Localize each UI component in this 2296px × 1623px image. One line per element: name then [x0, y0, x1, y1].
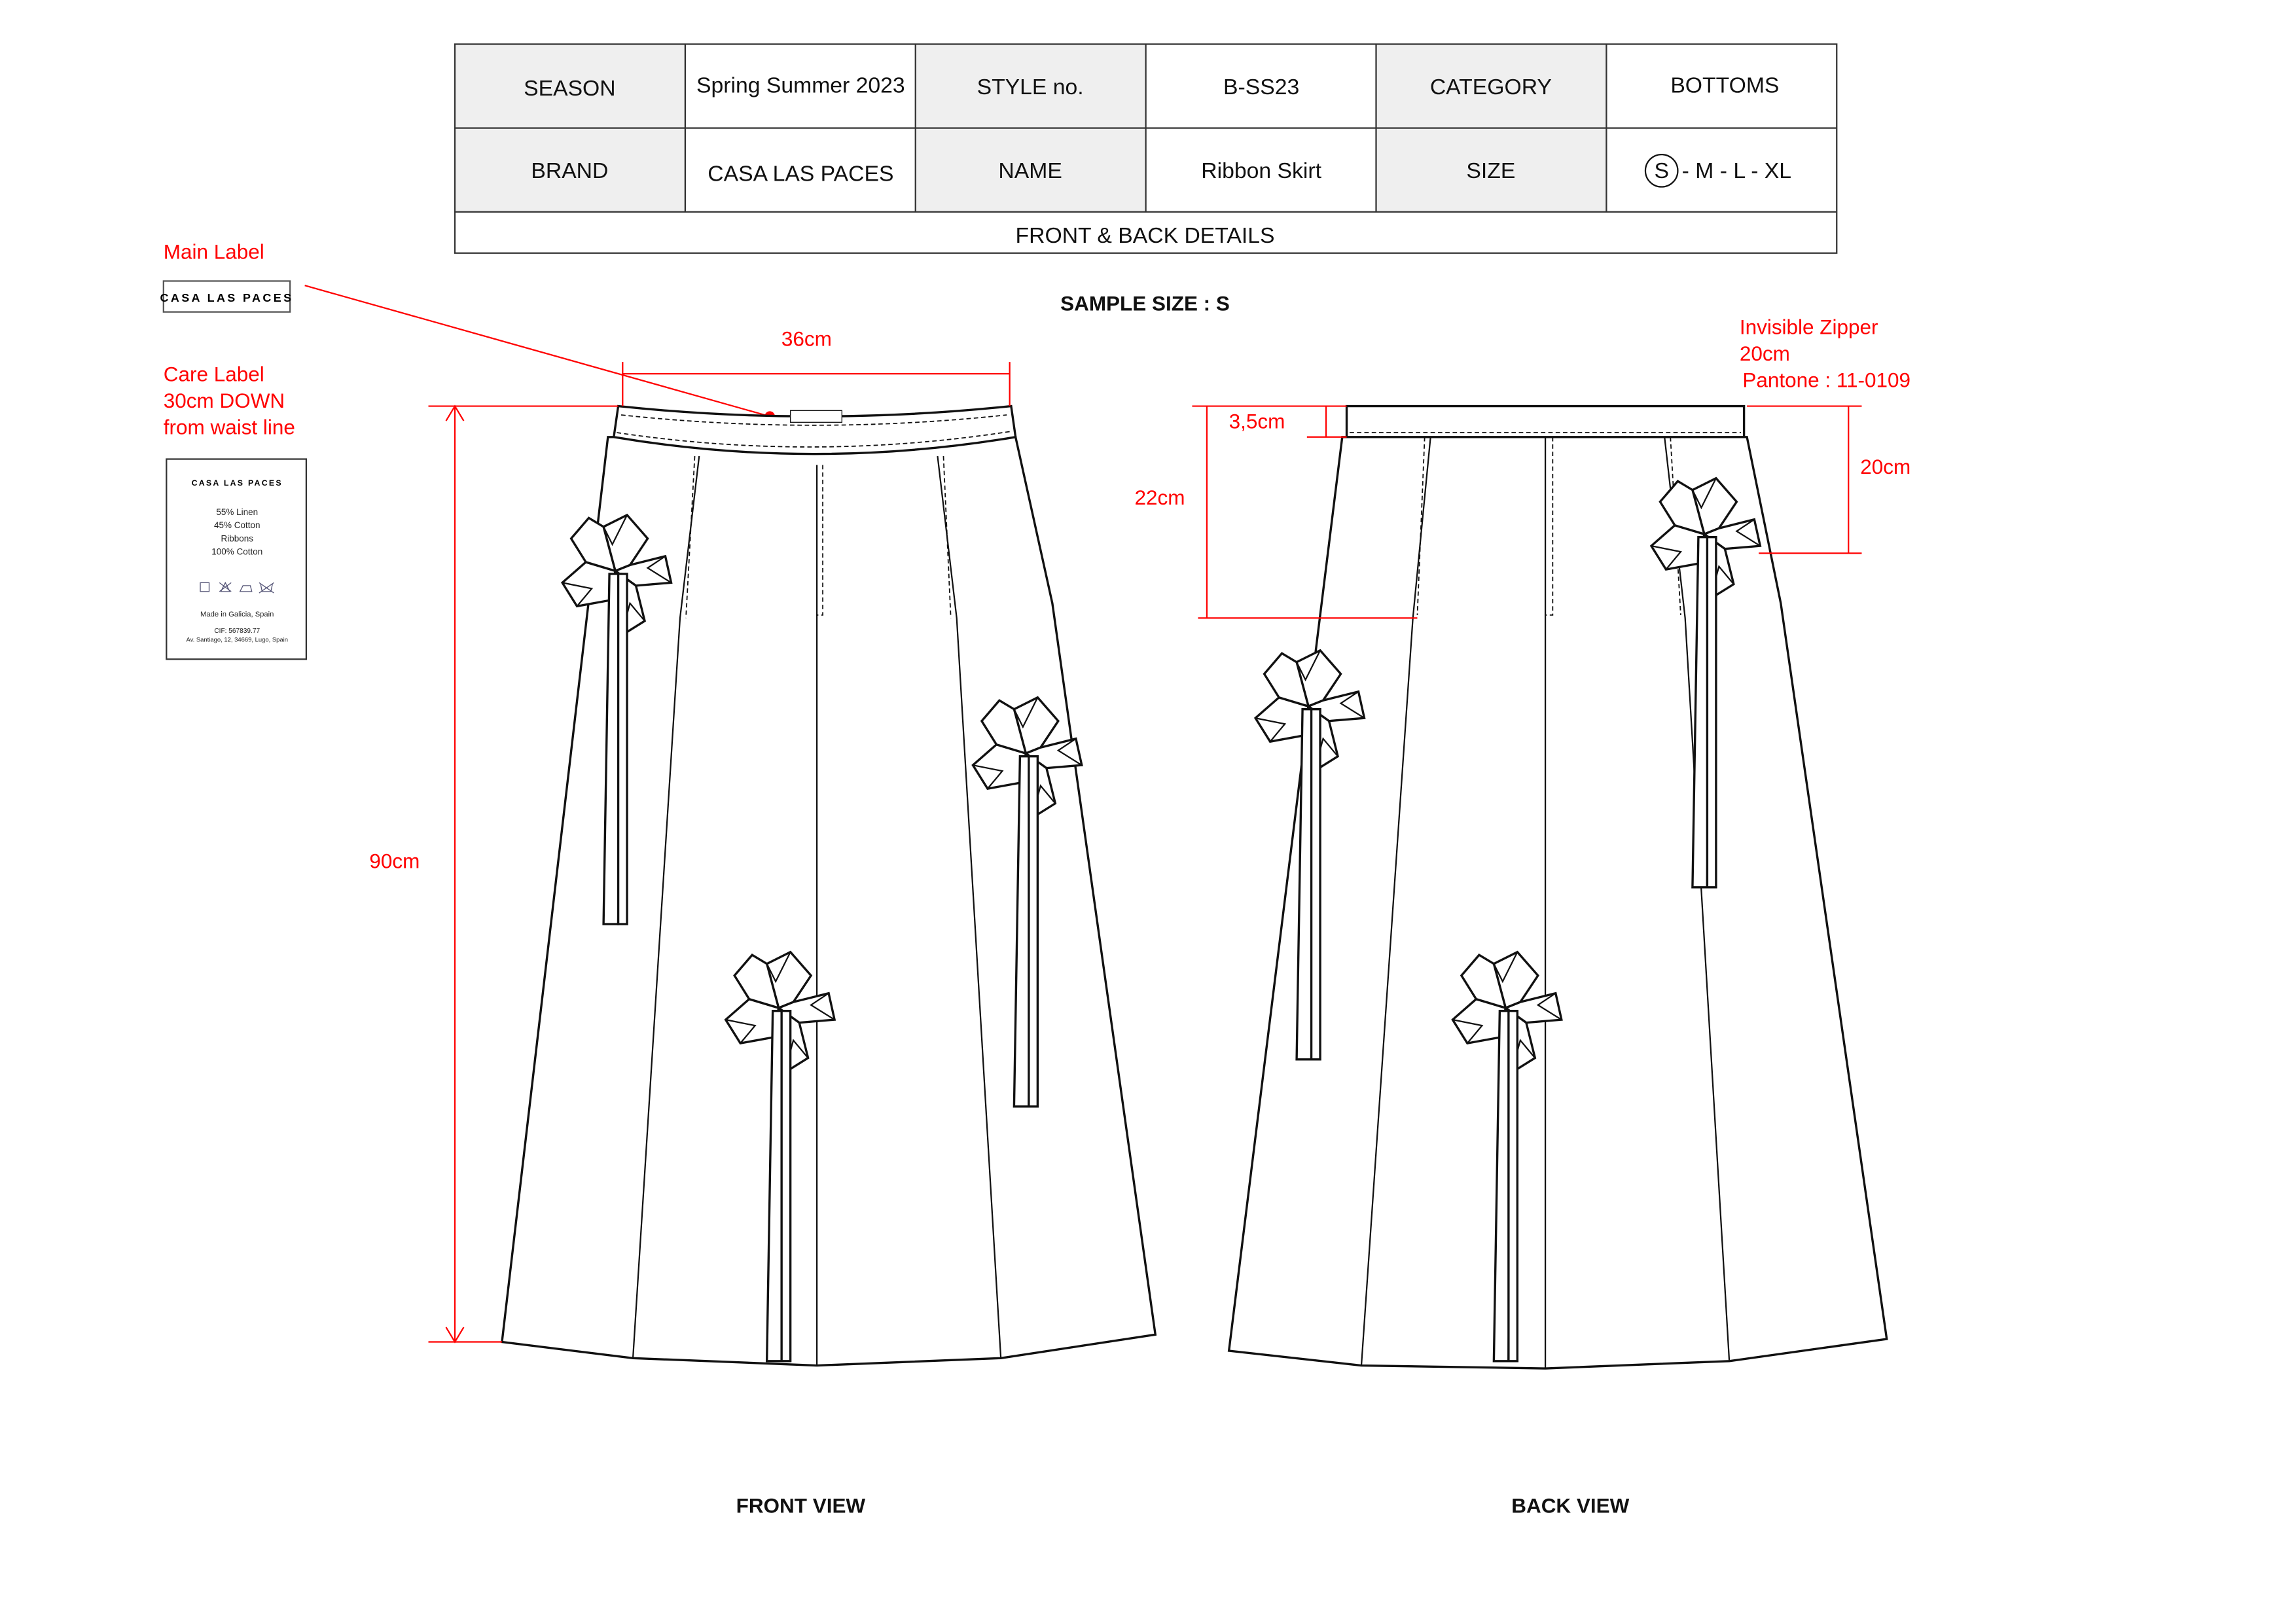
composition-line: 55% Linen — [216, 507, 258, 517]
size-options: - M - L - XL — [1682, 158, 1791, 183]
brand-value: CASA LAS PACES — [708, 162, 893, 187]
no-wash-icon — [259, 582, 274, 594]
season-label: SEASON — [524, 76, 616, 101]
spec-table: SEASON Spring Summer 2023 STYLE no. B-SS… — [454, 43, 1838, 254]
season-value: Spring Summer 2023 — [696, 73, 905, 98]
selected-size-circle — [1644, 153, 1679, 188]
care-label-origin: Made in Galicia, Spain — [200, 611, 274, 618]
care-label-address: Av. Santiago, 12, 34669, Lugo, Spain — [186, 636, 288, 643]
brand-label: BRAND — [531, 158, 608, 183]
waistband-measure: 3,5cm — [1229, 410, 1285, 433]
no-bleach-icon — [219, 581, 232, 592]
back-view-label: BACK VIEW — [1511, 1494, 1629, 1517]
zipper-note-pantone: Pantone : 11-0109 — [1742, 368, 1910, 391]
main-label-placement — [789, 410, 843, 423]
main-label-title: Main Label — [164, 241, 264, 264]
dry-flat-icon — [200, 582, 210, 592]
composition-line: 45% Cotton — [214, 520, 260, 530]
iron-icon — [239, 585, 253, 592]
zipper-note-length: 20cm — [1740, 342, 1790, 365]
main-label-tag — [162, 280, 291, 313]
main-label-brand: CASA LAS PACES — [160, 291, 294, 304]
care-label-cif: CIF: 567839.77 — [214, 628, 260, 635]
back-skirt-drawing — [1227, 404, 1888, 1370]
section-title: FRONT & BACK DETAILS — [1016, 223, 1275, 248]
waist-measure: 36cm — [781, 327, 832, 350]
care-label-title: Care Label — [164, 363, 264, 385]
front-dimensions: 36cm 90cm — [369, 327, 1011, 1344]
care-label: CASA LAS PACES 55% Linen 45% Cotton Ribb… — [166, 458, 308, 660]
front-view-label: FRONT VIEW — [736, 1494, 866, 1517]
composition-line: 100% Cotton — [211, 547, 262, 557]
care-label-brand: CASA LAS PACES — [192, 478, 283, 488]
zipper-measure: 20cm — [1860, 455, 1910, 478]
care-label-position: 30cm DOWN — [164, 389, 285, 412]
name-value: Ribbon Skirt — [1201, 158, 1321, 183]
category-label: CATEGORY — [1430, 75, 1552, 99]
pocket-depth-measure: 22cm — [1135, 486, 1185, 509]
size-label: SIZE — [1466, 158, 1515, 183]
front-skirt-drawing — [501, 404, 1157, 1367]
composition-line: Ribbons — [221, 533, 253, 543]
style-label: STYLE no. — [977, 75, 1084, 99]
length-measure: 90cm — [369, 850, 420, 873]
back-dimensions: 3,5cm 22cm 20cm Invisible Zipper 20cm Pa… — [1135, 315, 1910, 619]
name-label: NAME — [998, 158, 1062, 183]
category-value: BOTTOMS — [1670, 73, 1779, 98]
care-label-reference: from waist line — [164, 416, 295, 438]
size-selected: S — [1654, 158, 1669, 183]
sample-size: SAMPLE SIZE : S — [1060, 292, 1230, 315]
zipper-note-title: Invisible Zipper — [1740, 315, 1878, 338]
style-value: B-SS23 — [1223, 75, 1299, 99]
